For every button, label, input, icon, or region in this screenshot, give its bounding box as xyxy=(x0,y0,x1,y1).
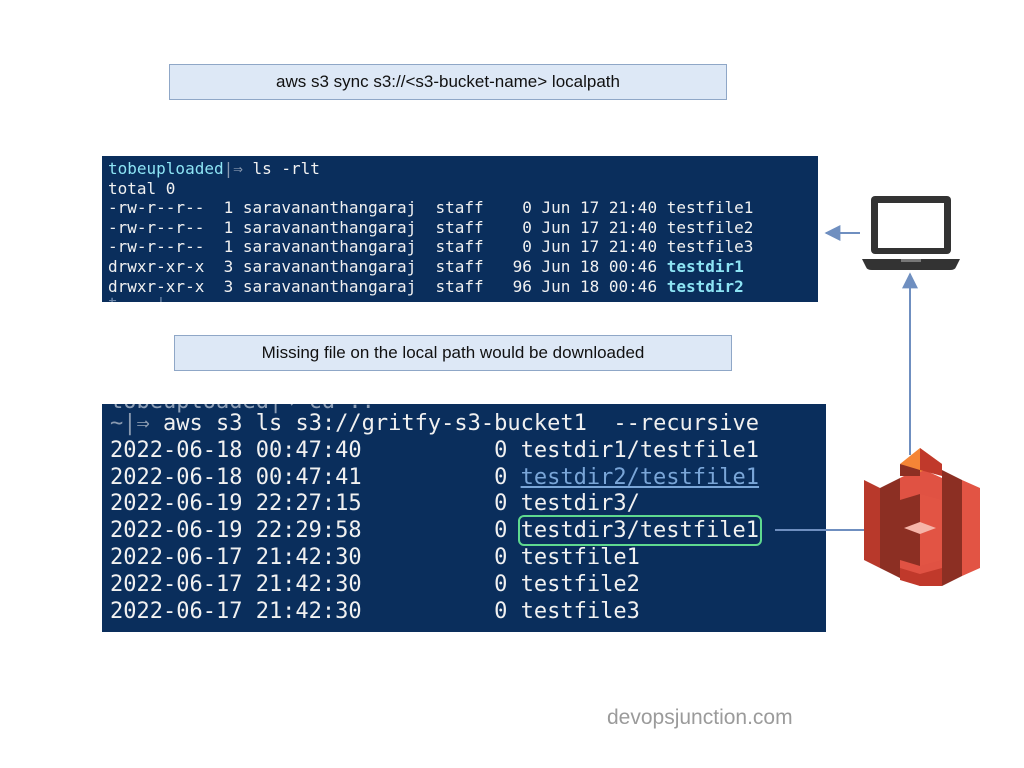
object-key: testdir1/testfile1 xyxy=(520,437,760,463)
s3-listing-row: 2022-06-19 22:27:15 0 testdir3/ xyxy=(110,491,826,518)
site-watermark: devopsjunction.com xyxy=(607,706,793,729)
laptop-icon xyxy=(862,196,960,270)
row-attributes: -rw-r--r-- 1 saravananthangaraj staff 0 … xyxy=(108,198,667,218)
row-timestamp-size: 2022-06-17 21:42:30 0 xyxy=(110,598,521,624)
s3-command: aws s3 ls s3://gritfy-s3-bucket1 --recur… xyxy=(163,411,760,436)
row-timestamp-size: 2022-06-19 22:29:58 0 xyxy=(110,518,521,544)
row-attributes: -rw-r--r-- 1 saravananthangaraj staff 0 … xyxy=(108,237,667,257)
s3-listing-row: 2022-06-18 00:47:41 0 testdir2/testfile1 xyxy=(110,465,826,492)
local-listing-row: -rw-r--r-- 1 saravananthangaraj staff 0 … xyxy=(108,198,818,218)
local-prompt-line: tobeuploaded|⇒ ls -rlt xyxy=(108,159,818,179)
s3-listing-row: 2022-06-17 21:42:30 0 testfile2 xyxy=(110,572,826,599)
object-key: testdir2/testfile1 xyxy=(520,464,760,490)
sync-command-text: aws s3 sync s3://<s3-bucket-name> localp… xyxy=(276,72,620,91)
download-note-text: Missing file on the local path would be … xyxy=(261,343,645,362)
s3-prompt-symbol: ~|⇒ xyxy=(110,411,150,436)
s3-prompt-line: ~|⇒ aws s3 ls s3://gritfy-s3-bucket1 --r… xyxy=(110,411,826,438)
s3-listing-row: 2022-06-17 21:42:30 0 testfile1 xyxy=(110,545,826,572)
prompt-dir: tobeuploaded xyxy=(108,159,224,178)
object-key: testdir3/ xyxy=(520,491,640,517)
row-timestamp-size: 2022-06-19 22:27:15 0 xyxy=(110,491,521,517)
prompt-symbol: |⇒ xyxy=(223,159,243,178)
s3-listing-row: 2022-06-19 22:29:58 0 testdir3/testfile1 xyxy=(110,515,826,547)
clipped-prompt-fragment: t |⇒ xyxy=(108,294,175,302)
row-timestamp-size: 2022-06-17 21:42:30 0 xyxy=(110,571,521,597)
aws-s3-bucket-icon xyxy=(864,448,980,586)
directory-name: testdir1 xyxy=(666,256,744,276)
object-key: testfile1 xyxy=(520,544,640,570)
row-timestamp-size: 2022-06-18 00:47:40 0 xyxy=(110,437,521,463)
download-note-caption: Missing file on the local path would be … xyxy=(174,335,732,371)
local-terminal: tobeuploaded|⇒ ls -rlt total 0 -rw-r--r-… xyxy=(102,156,818,302)
directory-name: testdir2 xyxy=(666,276,744,296)
row-timestamp-size: 2022-06-18 00:47:41 0 xyxy=(110,464,521,490)
missing-file-highlight: testdir3/testfile1 xyxy=(517,515,763,547)
sync-command-caption: aws s3 sync s3://<s3-bucket-name> localp… xyxy=(169,64,727,100)
local-listing-row: drwxr-xr-x 3 saravananthangaraj staff 96… xyxy=(108,277,818,297)
total-line: total 0 xyxy=(108,178,176,198)
object-key: testfile3 xyxy=(520,598,640,624)
object-key: testfile2 xyxy=(520,571,640,597)
s3-listing-row: 2022-06-18 00:47:40 0 testdir1/testfile1 xyxy=(110,438,826,465)
row-attributes: drwxr-xr-x 3 saravananthangaraj staff 96… xyxy=(108,256,667,276)
local-listing-row: -rw-r--r-- 1 saravananthangaraj staff 0 … xyxy=(108,237,818,257)
local-command: ls -rlt xyxy=(252,159,320,178)
file-name: testfile3 xyxy=(666,237,754,257)
s3-listing-row: 2022-06-17 21:42:30 0 testfile3 xyxy=(110,599,826,626)
clipped-prompt-fragment: tobeuploaded|⇒ cd .. xyxy=(110,404,375,416)
local-listing-row: -rw-r--r-- 1 saravananthangaraj staff 0 … xyxy=(108,218,818,238)
local-listing-row: drwxr-xr-x 3 saravananthangaraj staff 96… xyxy=(108,257,818,277)
row-timestamp-size: 2022-06-17 21:42:30 0 xyxy=(110,544,521,570)
s3-listing: 2022-06-18 00:47:40 0 testdir1/testfile1… xyxy=(110,438,826,626)
s3-terminal: tobeuploaded|⇒ cd .. ~|⇒ aws s3 ls s3://… xyxy=(102,404,826,632)
row-attributes: drwxr-xr-x 3 saravananthangaraj staff 96… xyxy=(108,276,667,296)
row-attributes: -rw-r--r-- 1 saravananthangaraj staff 0 … xyxy=(108,217,667,237)
file-name: testfile2 xyxy=(666,217,754,237)
file-name: testfile1 xyxy=(666,198,754,218)
local-listing: -rw-r--r-- 1 saravananthangaraj staff 0 … xyxy=(108,198,818,296)
